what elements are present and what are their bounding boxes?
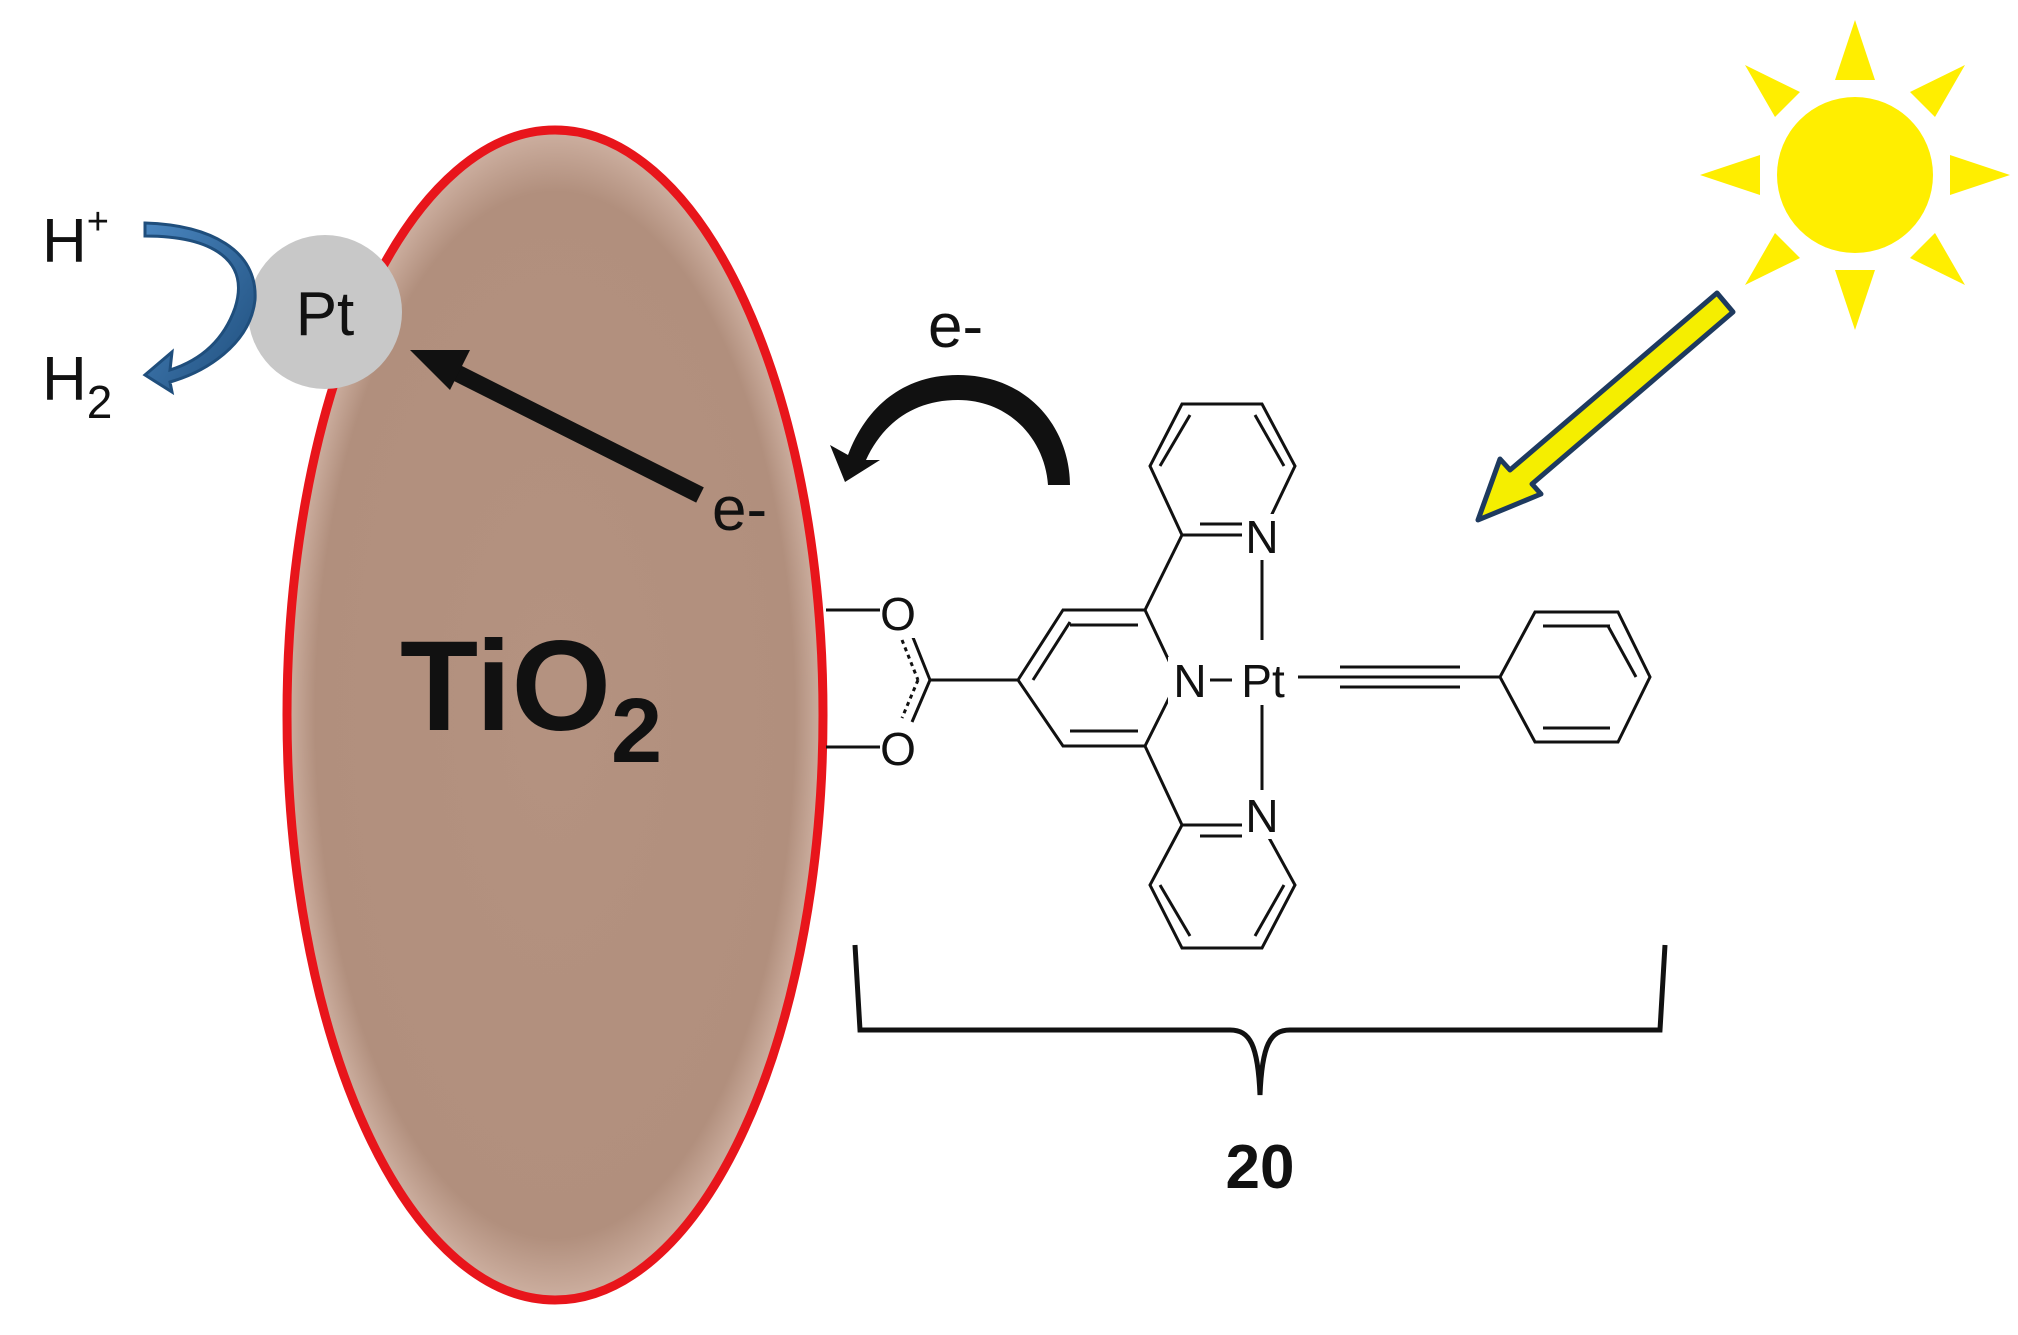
curved-arrow-black (830, 375, 1070, 485)
sun-icon (1700, 20, 2010, 330)
compound-bracket (852, 944, 1668, 1096)
pt-particle (248, 235, 402, 389)
compound-number: 20 (1226, 1133, 1295, 1202)
electron-label-transfer: e- (928, 292, 983, 361)
h-plus-label: H+ (42, 201, 109, 276)
tio2-label: TiO2 (400, 615, 662, 782)
atom-n-top: N (1245, 511, 1278, 563)
tio2-particle (282, 125, 828, 1305)
h2-label: H2 (42, 345, 112, 428)
atom-o-bottom: O (880, 723, 916, 775)
electron-arrow-shaft (451, 364, 704, 503)
atom-o-top: O (880, 588, 916, 640)
light-ray-arrow (1475, 290, 1736, 523)
curved-arrow-blue (142, 221, 257, 396)
atom-n-bottom: N (1245, 790, 1278, 842)
atom-n-central: N (1173, 655, 1206, 707)
electron-arrow-head (410, 350, 470, 390)
pt-particle-label: Pt (296, 280, 355, 349)
electron-label-inner: e- (712, 475, 767, 544)
atom-pt-center: Pt (1241, 655, 1285, 707)
